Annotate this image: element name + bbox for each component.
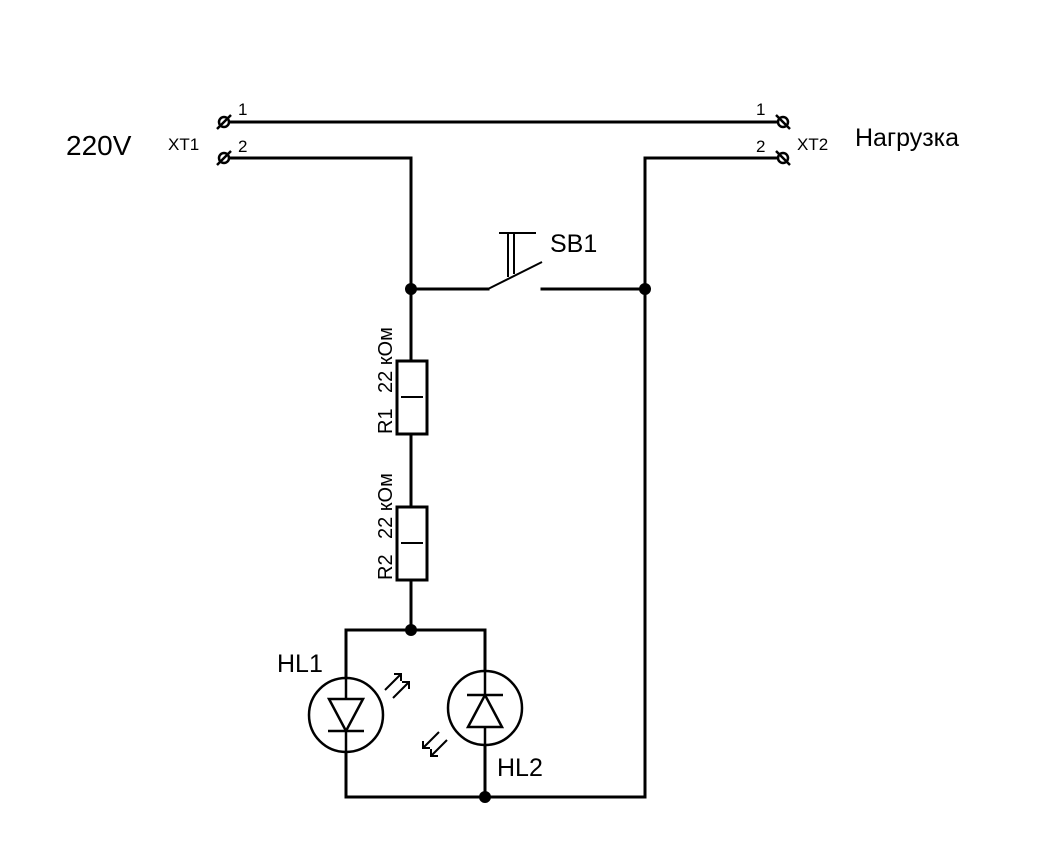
terminal-xt1-label: XT1	[168, 135, 199, 154]
wire-xt1-pin2	[226, 156, 413, 291]
wire-led-bottom	[344, 731, 647, 799]
junction-dot	[405, 624, 417, 636]
terminal-xt1	[216, 114, 232, 166]
led-hl1	[307, 673, 410, 754]
wire-xt2-pin2	[643, 156, 780, 799]
light-emission-arrows-icon	[384, 673, 410, 699]
terminal-xt2	[775, 114, 791, 166]
resistor-r2	[395, 505, 429, 582]
resistor-r2-label: R2	[375, 554, 397, 580]
switch-sb1	[487, 232, 543, 290]
resistor-r2-value: 22 кОм	[375, 473, 397, 539]
led-hl2-label: HL2	[497, 754, 543, 782]
junction-dot	[479, 791, 491, 803]
junction-dot	[639, 283, 651, 295]
terminal-xt1-pin1-label: 1	[238, 100, 247, 119]
switch-label: SB1	[550, 230, 597, 258]
terminal-xt1-pin2-label: 2	[238, 137, 247, 156]
led-hl2	[422, 669, 524, 757]
source-label: 220V	[66, 130, 132, 161]
resistor-r1-label: R1	[375, 408, 397, 434]
terminal-xt2-pin2-label: 2	[756, 137, 765, 156]
load-label: Нагрузка	[855, 124, 959, 152]
resistor-r1-value: 22 кОм	[375, 327, 397, 393]
terminal-xt2-pin1-label: 1	[756, 100, 765, 119]
terminal-xt2-label: XT2	[797, 135, 828, 154]
light-emission-arrows-icon	[422, 731, 448, 757]
resistor-r1	[395, 359, 429, 436]
junction-dot	[405, 283, 417, 295]
led-hl1-label: HL1	[277, 650, 323, 678]
